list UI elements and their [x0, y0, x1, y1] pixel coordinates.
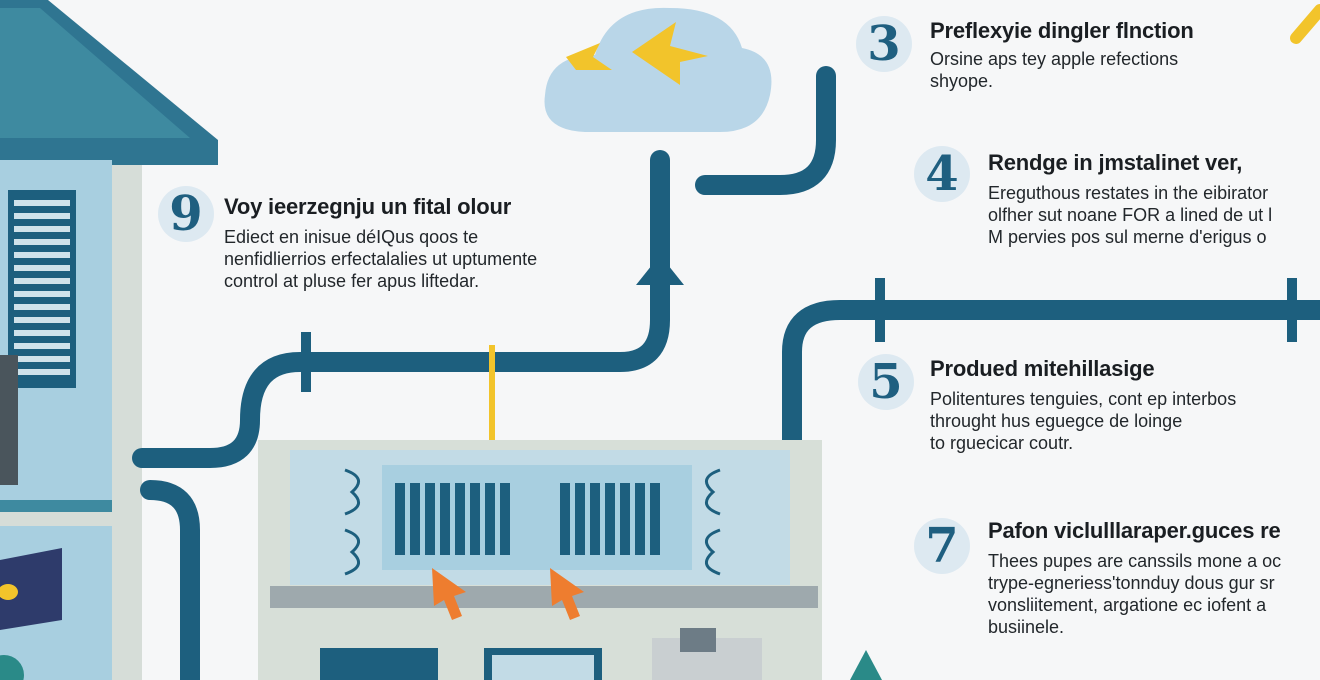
- step-text-line: busiinele.: [988, 617, 1065, 637]
- screen-icon: [0, 548, 62, 630]
- step-description: Thees pupes are canssils mone a oc trype…: [988, 550, 1281, 638]
- step-number-badge: 3: [856, 16, 912, 72]
- step-title: Preflexyie dingler flnction: [930, 18, 1194, 43]
- step-text-line: throught hus eguegce de loinge: [930, 411, 1183, 431]
- step-text-line: to rguecicar coutr.: [930, 433, 1074, 453]
- flow-arrow-icon: [636, 255, 684, 285]
- house-illustration: [0, 0, 218, 680]
- return-duct: [782, 300, 1320, 450]
- step-description: Orsine aps tey apple refections shyope.: [930, 48, 1178, 92]
- step-text-line: Politentures tenguies, cont ep interbos: [930, 389, 1237, 409]
- cloud-icon: [544, 7, 772, 133]
- step-text-line: shyope.: [930, 71, 994, 91]
- step-title: Pafon viclulllaraper.guces re: [988, 518, 1281, 543]
- star-icon: [566, 43, 612, 70]
- air-handler-unit: [258, 440, 882, 680]
- step-number-badge: 7: [914, 518, 970, 574]
- step-text-line: olfher sut noane FOR a lined de ut l: [988, 205, 1273, 225]
- step-description: Ereguthous restates in the eibirator olf…: [988, 182, 1272, 248]
- step-title: Produed mitehillasige: [930, 356, 1155, 381]
- step-number-badge: 9: [158, 186, 214, 242]
- star-icon: [632, 22, 708, 85]
- airflow-icon: [344, 468, 721, 576]
- supply-duct: [132, 150, 670, 468]
- step-text-line: M pervies pos sul merne d'erigus o: [988, 227, 1267, 247]
- step-text-line: vonsliitement, argatione ec iofent a: [988, 595, 1267, 615]
- tree-icon: [850, 650, 882, 680]
- cursor-arrow-icon: [432, 568, 466, 620]
- step-title: Rendge in jmstalinet ver,: [988, 150, 1243, 175]
- cursor-arrow-icon: [550, 568, 584, 620]
- step-text-line: Thees pupes are canssils mone a oc: [988, 551, 1282, 571]
- step-text-line: Ereguthous restates in the eibirator: [988, 183, 1269, 203]
- lower-duct: [140, 480, 200, 680]
- grille-icon: [395, 483, 660, 555]
- step-text-line: Orsine aps tey apple refections: [930, 49, 1179, 69]
- duct-pipes: [132, 66, 1320, 680]
- step-description: Politentures tenguies, cont ep interbos …: [930, 388, 1236, 454]
- step-description: Ediect en inisue déIQus qoos te nenfidli…: [224, 226, 537, 292]
- step-text-line: control at pluse fer apus liftedar.: [224, 271, 480, 291]
- step-number-badge: 5: [858, 354, 914, 410]
- vent-icon: [14, 200, 70, 375]
- thermostat-icon: [0, 355, 18, 485]
- step-text-line: trype-egneriess'tonnduy dous gur sr: [988, 573, 1275, 593]
- step-number-badge: 4: [914, 146, 970, 202]
- duct-joints: [301, 278, 1297, 392]
- step-text-line: nenfidlierrios erfectalalies ut uptument…: [224, 249, 538, 269]
- step-title: Voy ieerzegnju un fital olour: [224, 194, 512, 219]
- accent-stroke: [1290, 4, 1320, 44]
- cloud-duct: [695, 66, 836, 195]
- step-text-line: Ediect en inisue déIQus qoos te: [224, 227, 479, 247]
